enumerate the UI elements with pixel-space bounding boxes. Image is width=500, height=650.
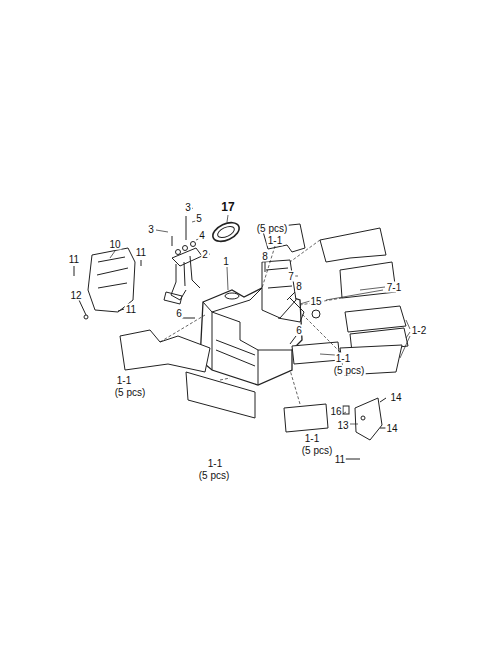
callout-number: 16 [329, 406, 342, 417]
callout-number: 6 [175, 308, 183, 319]
callout-number: 11 [68, 254, 80, 265]
callout-number: 1-1 [207, 458, 223, 469]
callout-number: 7-1 [386, 282, 402, 293]
quantity-note: (5 pcs) [256, 223, 289, 234]
callout-number: 1-1 [335, 353, 351, 364]
callout-number: 14 [385, 423, 398, 434]
callout-number: 4 [198, 230, 206, 241]
quantity-note: (5 pcs) [198, 470, 231, 481]
callout-number: 8 [261, 251, 269, 262]
callout-number: 17 [220, 202, 235, 213]
callout-number: 3 [147, 224, 155, 235]
callout-number: 5 [195, 213, 203, 224]
callout-number: 12 [69, 290, 82, 301]
callout-number: 11 [135, 247, 147, 258]
callout-number: 7 [287, 271, 295, 282]
callout-number: 3 [184, 202, 192, 213]
callout-number: 10 [108, 239, 121, 250]
quantity-note: (5 pcs) [333, 365, 366, 376]
callout-number: 14 [389, 392, 402, 403]
quantity-note: (5 pcs) [301, 445, 334, 456]
callout-number: 1-1 [116, 375, 132, 386]
callout-number: 1-1 [267, 235, 283, 246]
callout-number: 11 [125, 304, 137, 315]
callout-number: 2 [201, 249, 209, 260]
callout-number: 1-2 [411, 325, 427, 336]
callout-number: 1 [222, 256, 230, 267]
callout-number: 1-1 [304, 433, 320, 444]
callout-number: 8 [295, 281, 303, 292]
quantity-note: (5 pcs) [114, 387, 147, 398]
callout-number: 15 [309, 296, 322, 307]
callout-number: 11 [334, 454, 346, 465]
callout-number: 6 [295, 325, 303, 336]
callout-number: 13 [336, 420, 349, 431]
